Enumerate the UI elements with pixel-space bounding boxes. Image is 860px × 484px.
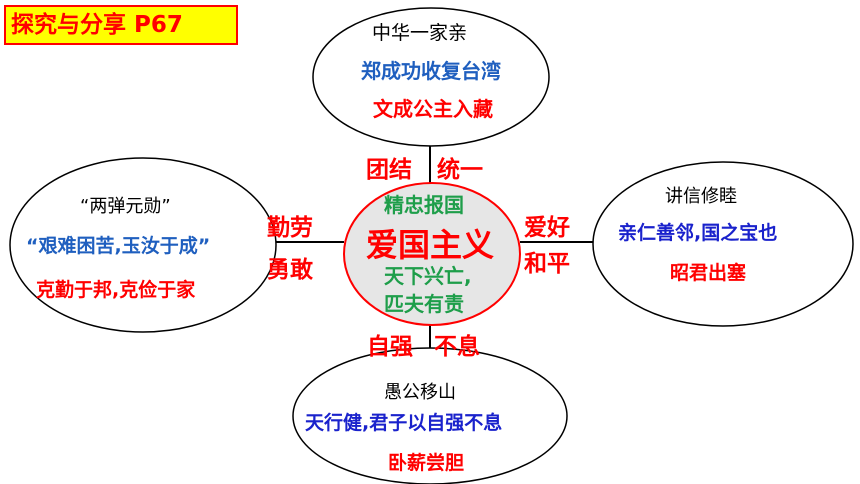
connector-label-top-left: 团结 (366, 157, 412, 183)
top-node-title: 中华一家亲 (372, 22, 468, 44)
left-node-line1: “艰难困苦,玉汝于成” (26, 235, 211, 257)
center-node-ellipse (343, 182, 521, 326)
left-node-line2: 克勤于邦,克俭于家 (36, 279, 196, 301)
right-node-line2: 昭君出塞 (670, 262, 747, 284)
connector-label-top-right: 统一 (437, 157, 483, 183)
connector-label-bottom-left: 自强 (367, 334, 413, 360)
left-node-ellipse (9, 157, 277, 333)
right-node-ellipse (592, 161, 854, 327)
right-node-line1: 亲仁善邻,国之宝也 (618, 222, 778, 244)
center-line2: 匹夫有责 (384, 292, 464, 316)
connector-label-right-bottom: 和平 (524, 251, 570, 277)
connector-label-bottom-right: 不息 (434, 334, 480, 360)
left-node-title: “两弹元勋” (80, 196, 171, 217)
bottom-node-ellipse (292, 347, 568, 484)
bottom-node-line1: 天行健,君子以自强不息 (305, 412, 503, 434)
top-node-line1: 郑成功收复台湾 (361, 59, 501, 83)
right-node-title: 讲信修睦 (665, 186, 737, 207)
bottom-node-line2: 卧薪尝胆 (388, 452, 465, 474)
connector-label-left-bottom: 勇敢 (267, 257, 313, 283)
bottom-node-title: 愚公移山 (384, 382, 456, 403)
page-title: 探究与分享 P67 (4, 5, 238, 45)
connector-label-left-top: 勤劳 (267, 215, 313, 241)
center-main-text: 爱国主义 (366, 226, 495, 264)
center-line1: 天下兴亡, (384, 264, 472, 288)
top-node-ellipse (312, 7, 550, 147)
connector-label-right-top: 爱好 (524, 215, 570, 241)
center-top-text: 精忠报国 (384, 193, 464, 217)
top-node-line2: 文成公主入藏 (373, 97, 493, 121)
